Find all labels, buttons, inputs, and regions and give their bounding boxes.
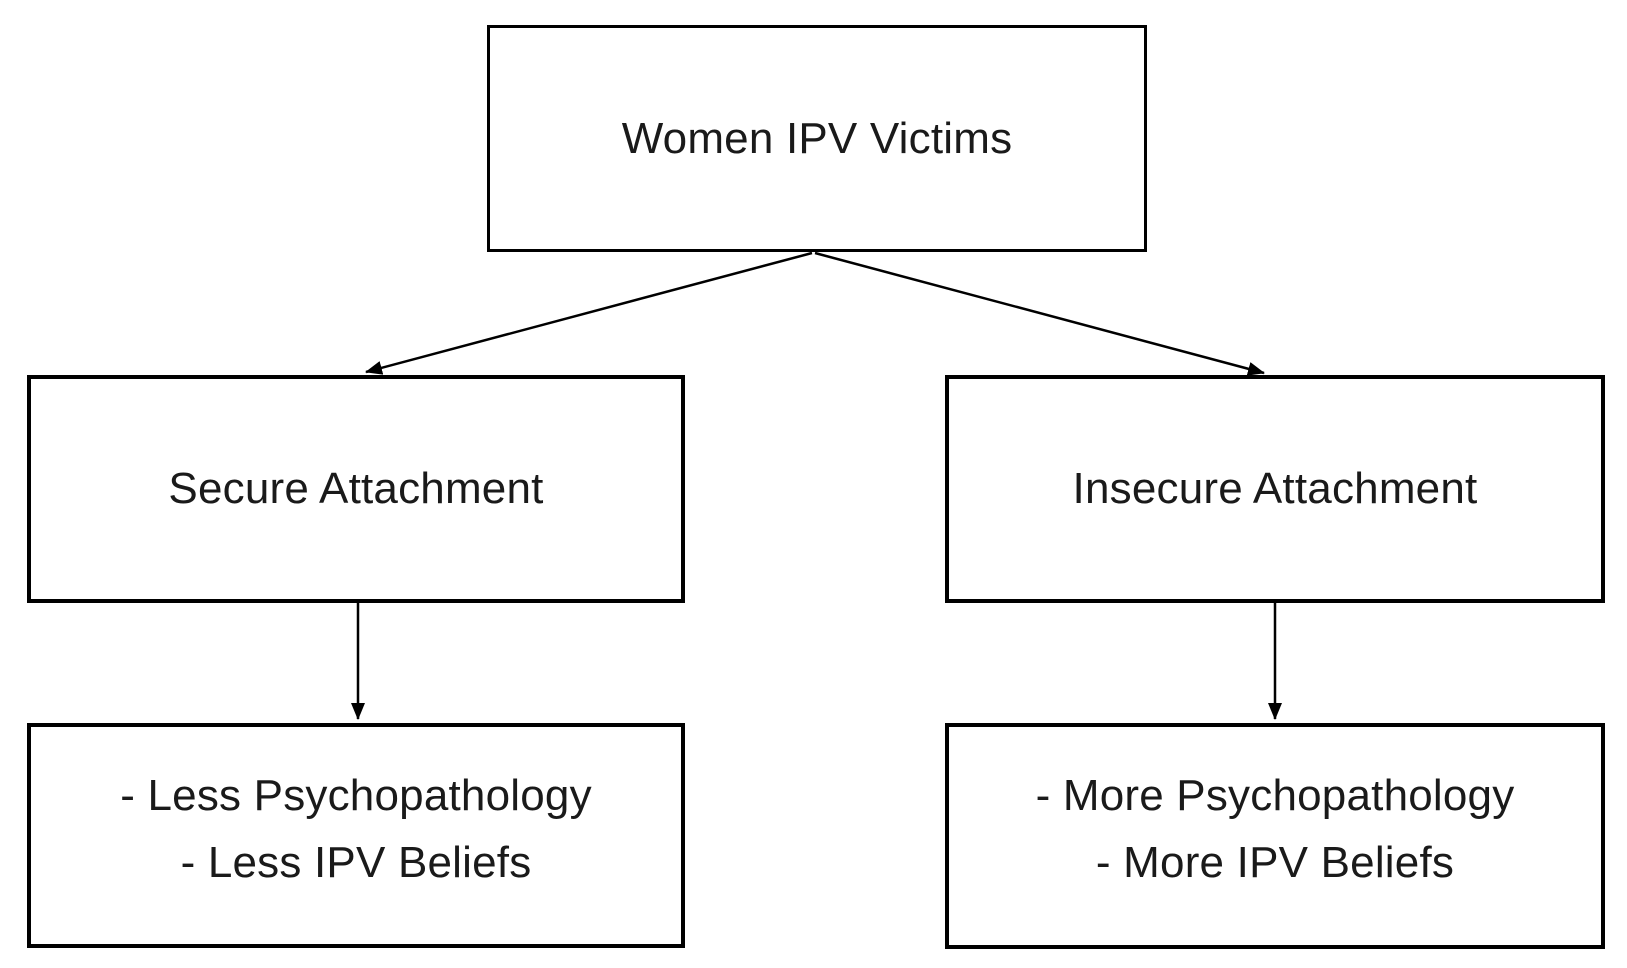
node-insecure-attachment-label: Insecure Attachment bbox=[1072, 464, 1478, 513]
insecure-outcome-line-1: - More Psychopathology bbox=[1035, 771, 1515, 820]
node-secure-attachment-label: Secure Attachment bbox=[168, 464, 544, 513]
node-women-ipv-victims: Women IPV Victims bbox=[487, 25, 1147, 252]
node-insecure-outcomes: - More Psychopathology - More IPV Belief… bbox=[945, 723, 1605, 949]
edge-root-to-secure-arrow bbox=[365, 251, 813, 375]
secure-outcome-line-1: - Less Psychopathology bbox=[120, 770, 592, 820]
secure-outcome-line-2: - Less IPV Beliefs bbox=[180, 837, 532, 887]
node-insecure-attachment: Insecure Attachment bbox=[945, 375, 1605, 603]
insecure-outcome-line-2: - More IPV Beliefs bbox=[1095, 838, 1455, 887]
node-secure-attachment: Secure Attachment bbox=[27, 375, 685, 603]
edge-root-to-insecure-arrow bbox=[814, 251, 1265, 376]
node-women-ipv-victims-label: Women IPV Victims bbox=[621, 113, 1013, 163]
node-secure-outcomes: - Less Psychopathology - Less IPV Belief… bbox=[27, 723, 685, 948]
